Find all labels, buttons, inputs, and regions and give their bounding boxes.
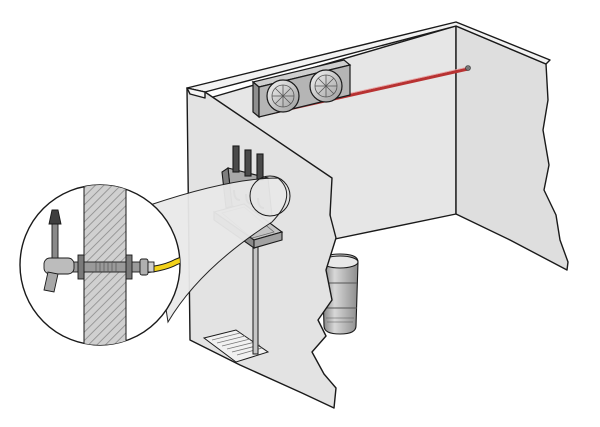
shank (71, 254, 155, 280)
evaporator-fan-right (309, 69, 343, 103)
faucet-tap-knob (48, 209, 62, 225)
beer-keg (321, 253, 359, 335)
evaporator-unit (251, 59, 352, 119)
drain-pipe (252, 243, 259, 355)
front-wall (186, 87, 337, 409)
faucet (43, 209, 75, 293)
evaporator-fan-left (266, 79, 300, 113)
magnifier-target (249, 175, 291, 217)
magnifier-cone (149, 177, 288, 324)
floor-drain-grate (202, 329, 270, 363)
right-wall (455, 25, 569, 271)
magnified-shank-detail (19, 184, 181, 346)
